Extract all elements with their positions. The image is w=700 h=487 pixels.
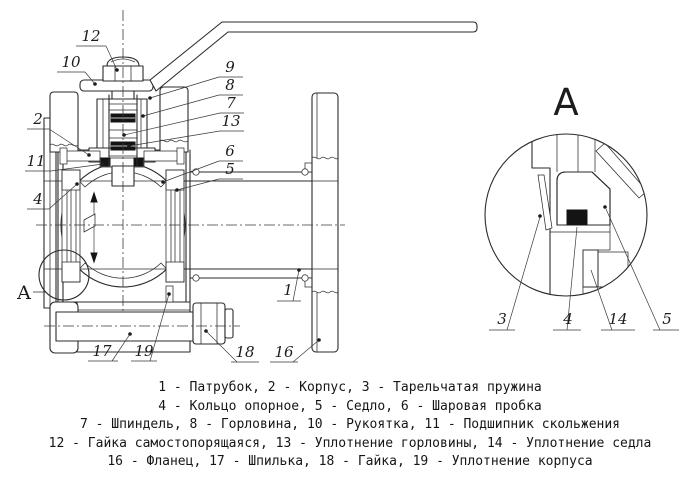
flange-16 <box>311 92 339 353</box>
callout-leader-14 <box>590 269 635 331</box>
callouts-detail: 3 4 14 5 <box>489 205 679 331</box>
weld-seam <box>301 168 309 176</box>
weld-seam <box>301 274 309 282</box>
stud-17 <box>55 311 194 342</box>
bore-dimension-arrow <box>83 191 98 264</box>
seat-right <box>165 169 185 283</box>
callout-label-4: 4 <box>32 190 43 208</box>
callout-leader-18 <box>205 330 259 363</box>
callout-dot-11 <box>101 162 105 166</box>
callout-leader-5 <box>176 178 243 191</box>
callout-dot-19 <box>167 292 171 296</box>
callout-leader-5 <box>605 208 679 331</box>
detail-marker-label: A <box>16 282 31 304</box>
detail-content <box>485 134 647 296</box>
callout-label-17: 17 <box>92 342 112 360</box>
callout-leader-7 <box>123 112 244 136</box>
callout-dot-9 <box>148 96 152 100</box>
parts-legend: 1 - Патрубок, 2 - Корпус, 3 - Тарельчата… <box>0 379 700 472</box>
callout-dot-17 <box>128 332 132 336</box>
callout-label-12: 12 <box>81 27 100 45</box>
callout-leader-6 <box>162 160 243 183</box>
detail-support-ring-4 <box>566 209 588 226</box>
detail-marker: A <box>16 249 90 304</box>
ball-wall-bottom <box>78 262 168 288</box>
callout-label-5: 5 <box>662 310 672 328</box>
callout-dot-10 <box>93 82 97 86</box>
callout-label-10: 10 <box>61 53 81 71</box>
callout-label-16: 16 <box>274 343 294 361</box>
callout-label-1: 1 <box>283 281 293 299</box>
nut-18 <box>192 302 234 345</box>
callout-dot-8 <box>141 114 145 118</box>
weld-seam <box>192 274 200 282</box>
centerlines <box>36 10 345 327</box>
seat-left <box>61 169 81 283</box>
callout-leader-4 <box>553 226 581 331</box>
callout-leader-2 <box>27 128 90 156</box>
callout-label-14: 14 <box>608 310 627 328</box>
callout-leader-12 <box>76 45 118 71</box>
callout-dot-18 <box>204 329 208 333</box>
callout-leader-1 <box>277 269 301 302</box>
callout-label-7: 7 <box>226 94 236 112</box>
detail-view: A 3 4 14 5 <box>484 81 679 331</box>
callout-dot-7 <box>122 133 126 137</box>
callout-label-18: 18 <box>235 343 254 361</box>
legend-line: 1 - Патрубок, 2 - Корпус, 3 - Тарельчата… <box>158 380 542 395</box>
callout-label-11: 11 <box>26 152 45 170</box>
callout-leader-19 <box>131 293 170 362</box>
detail-seat-seal-14 <box>582 249 599 288</box>
detail-ball-wall <box>595 142 647 199</box>
callout-label-2: 2 <box>32 110 43 128</box>
callout-dot-2 <box>87 153 91 157</box>
detail-disc-spring-3 <box>537 174 553 231</box>
legend-line: 7 - Шпиндель, 8 - Горловина, 10 - Рукоят… <box>79 417 621 433</box>
bonnet-posts <box>49 86 189 153</box>
callout-dot-12 <box>115 68 119 72</box>
callout-leader-13 <box>128 130 244 147</box>
detail-view-title: A <box>553 81 578 124</box>
callout-leader-3 <box>489 216 541 331</box>
callout-label-19: 19 <box>134 342 154 360</box>
legend-line: 4 - Кольцо опорное, 5 - Седло, 6 - Шаров… <box>158 398 542 414</box>
callout-label-5: 5 <box>225 160 235 178</box>
callout-dot-5 <box>603 205 607 209</box>
callout-dot-13 <box>127 144 131 148</box>
callout-dot-3 <box>538 214 542 218</box>
callout-dot-16 <box>317 338 321 342</box>
callout-label-13: 13 <box>221 112 240 130</box>
bottom-assembly <box>49 285 234 354</box>
callout-dot-4 <box>75 182 79 186</box>
gland-stud-left <box>63 150 101 162</box>
callout-label-6: 6 <box>225 142 235 160</box>
callout-leader-10 <box>57 71 96 85</box>
detail-body-section <box>485 134 551 296</box>
callout-dot-6 <box>161 180 165 184</box>
callout-dot-1 <box>297 268 301 272</box>
handle-base-10 <box>79 79 154 92</box>
legend-line: 12 - Гайка самостопорящаяся, 13 - Уплотн… <box>48 435 652 451</box>
callout-leader-4 <box>27 183 78 210</box>
detail-seat-5 <box>556 171 611 226</box>
callout-dot-5 <box>175 188 179 192</box>
stem-top <box>79 56 154 100</box>
callout-leader-9 <box>149 76 243 99</box>
callout-leader-11 <box>25 163 104 172</box>
callout-label-9: 9 <box>225 58 235 76</box>
handle-lever-10 <box>149 21 478 92</box>
callout-label-4: 4 <box>562 310 573 328</box>
callout-label-8: 8 <box>225 76 235 94</box>
callout-leader-16 <box>270 339 320 363</box>
callout-label-3: 3 <box>497 310 507 328</box>
slide-bearing-11 <box>133 157 144 167</box>
callout-leader-8 <box>142 94 243 117</box>
gland-stud-right <box>143 150 181 162</box>
slide-bearing-11 <box>100 157 111 167</box>
callout-leader-17 <box>88 333 131 362</box>
legend-line: 16 - Фланец, 17 - Шпилька, 18 - Гайка, 1… <box>107 454 593 470</box>
